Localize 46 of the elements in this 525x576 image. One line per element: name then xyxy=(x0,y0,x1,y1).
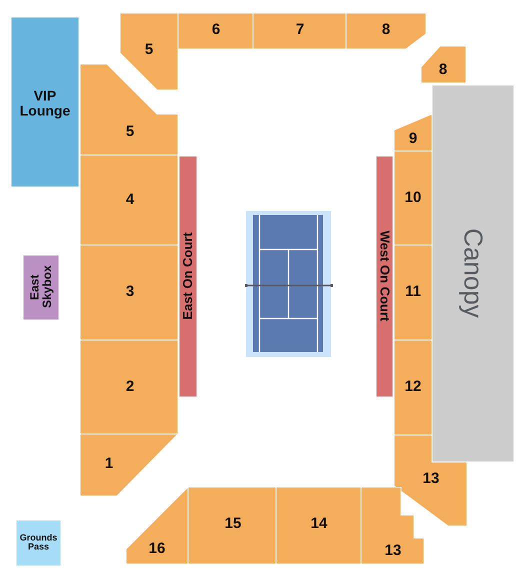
seating-section xyxy=(120,13,178,90)
seating-section xyxy=(80,434,178,496)
section-number: 5 xyxy=(144,42,154,58)
area-label: Grounds Pass xyxy=(18,534,58,552)
seating-section xyxy=(80,245,178,340)
section-number: 15 xyxy=(224,516,242,532)
section-number: 8 xyxy=(438,62,448,78)
seating-section xyxy=(253,13,346,49)
section-number: 13 xyxy=(422,471,440,487)
canopy-area xyxy=(432,85,514,462)
section-number: 2 xyxy=(126,379,134,395)
section-number: 16 xyxy=(148,541,166,557)
area-label: West On Court xyxy=(378,230,392,322)
area-label: East Skybox xyxy=(28,264,54,310)
seating-section xyxy=(178,13,253,49)
section-number: 13 xyxy=(384,543,402,559)
area-label: Canopy xyxy=(459,228,487,318)
section-number: 10 xyxy=(404,190,422,206)
seating-section xyxy=(126,487,188,564)
section-number: 4 xyxy=(126,192,134,208)
seating-section xyxy=(394,435,467,526)
seating-section xyxy=(188,487,276,564)
seating-section xyxy=(276,487,361,564)
section-number: 11 xyxy=(405,284,421,300)
skybox-area xyxy=(23,255,59,320)
seating-section xyxy=(80,340,178,434)
seating-section xyxy=(80,64,178,155)
seating-section xyxy=(361,487,424,564)
courtside-seating xyxy=(376,156,393,397)
section-number: 5 xyxy=(126,124,134,140)
section-number: 7 xyxy=(296,22,304,38)
lounge-area xyxy=(11,17,79,187)
section-number: 1 xyxy=(104,456,114,472)
section-number: 9 xyxy=(408,131,418,147)
seating-section xyxy=(346,13,426,49)
section-number: 12 xyxy=(404,379,422,395)
section-number: 8 xyxy=(382,22,390,38)
grounds-pass-area xyxy=(16,520,61,566)
section-number: 6 xyxy=(212,22,220,38)
seating-section xyxy=(80,155,178,245)
area-label: East On Court xyxy=(181,232,195,320)
area-label: VIP Lounge xyxy=(18,88,72,118)
seating-section xyxy=(421,46,466,83)
section-number: 14 xyxy=(310,516,328,532)
courtside-seating xyxy=(179,156,197,397)
section-number: 3 xyxy=(126,284,134,300)
